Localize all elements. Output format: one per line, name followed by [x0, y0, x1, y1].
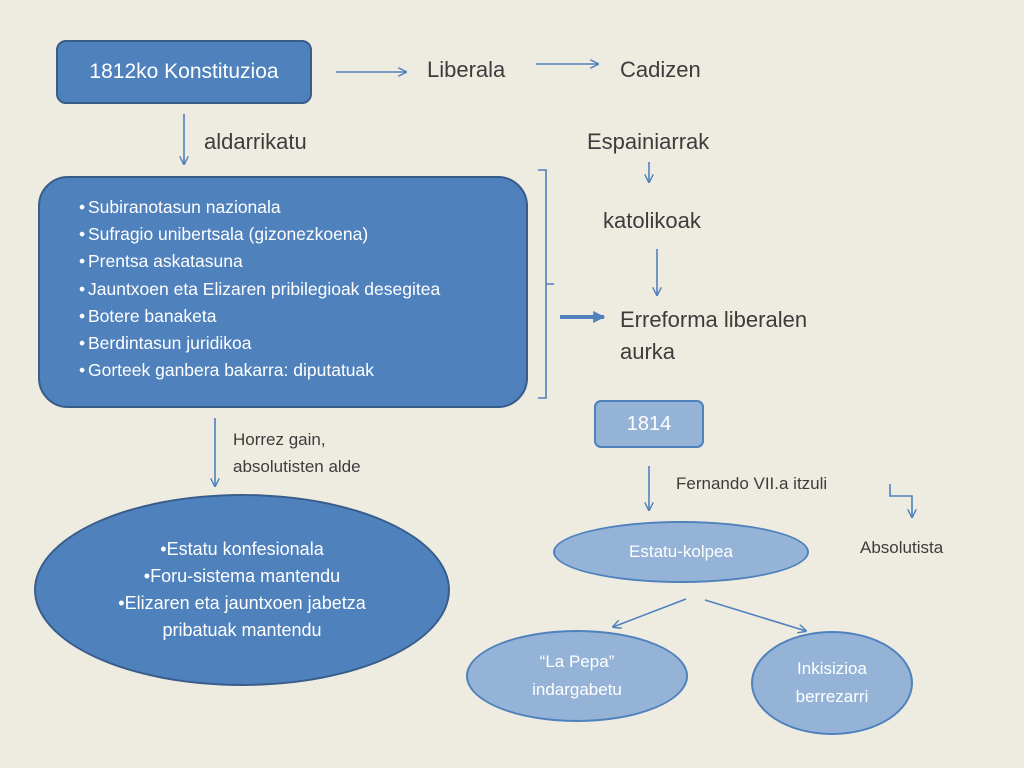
absolutist-note-line-2: absolutisten alde: [233, 457, 361, 476]
bracket: [538, 169, 554, 399]
la-pepa-ellipse: “La Pepa” indargabetu: [466, 630, 688, 722]
principles-list: Subiranotasun nazionala Sufragio unibert…: [79, 194, 516, 385]
espainiarrak-label: Espainiarrak: [587, 129, 710, 154]
arrow-coup-to-pepa: [613, 598, 687, 627]
absolutist-item: Foru-sistema mantendu: [92, 563, 392, 590]
principle-item: Jauntxoen eta Elizaren pribilegioak dese…: [79, 276, 516, 303]
year-label: 1814: [626, 412, 672, 435]
principle-item: Gorteek ganbera bakarra: diputatuak: [79, 357, 516, 384]
coup-label: Estatu-kolpea: [629, 542, 733, 561]
principle-item: Sufragio unibertsala (gizonezkoena): [79, 221, 516, 248]
erreforma-line-2: aurka: [620, 339, 676, 364]
absolutista-label: Absolutista: [860, 538, 944, 557]
absolutist-item: Estatu konfesionala: [92, 536, 392, 563]
erreforma-line-1: Erreforma liberalen: [620, 307, 808, 332]
cadizen-label: Cadizen: [620, 57, 701, 82]
absolutist-list: Estatu konfesionala Foru-sistema mantend…: [92, 536, 392, 644]
katolikoak-label: katolikoak: [603, 208, 701, 233]
aldarrikatu-label: aldarrikatu: [204, 129, 307, 154]
year-1814-box: 1814: [594, 400, 704, 448]
absolutist-item: Elizaren eta jauntxoen jabetza pribatuak…: [92, 590, 392, 644]
arrow-to-absolutista: [889, 484, 912, 517]
principle-item: Botere banaketa: [79, 303, 516, 330]
constitution-title-box: 1812ko Konstituzioa: [56, 40, 312, 104]
principle-item: Subiranotasun nazionala: [79, 194, 516, 221]
erreforma-label: Erreforma liberalen aurka: [620, 304, 807, 368]
arrow-coup-to-inquisition: [704, 599, 806, 631]
constitution-title: 1812ko Konstituzioa: [89, 60, 279, 83]
inquisition-line-1: Inkisizioa: [797, 659, 867, 678]
inquisition-line-2: berrezarri: [795, 687, 869, 706]
principle-item: Prentsa askatasuna: [79, 248, 516, 275]
la-pepa-line-2: indargabetu: [532, 680, 622, 699]
inquisition-text: Inkisizioa berrezarri: [796, 655, 869, 711]
absolutist-note-line-1: Horrez gain,: [233, 430, 326, 449]
liberala-label: Liberala: [427, 57, 506, 82]
absolutist-note: Horrez gain, absolutisten alde: [233, 426, 361, 480]
absolutist-ellipse: Estatu konfesionala Foru-sistema mantend…: [34, 494, 450, 686]
fernando-label: Fernando VII.a itzuli: [676, 474, 828, 493]
coup-ellipse: Estatu-kolpea: [553, 521, 809, 583]
la-pepa-text: “La Pepa” indargabetu: [532, 648, 622, 704]
principles-box: Subiranotasun nazionala Sufragio unibert…: [38, 176, 528, 408]
la-pepa-line-1: “La Pepa”: [539, 652, 615, 671]
inquisition-ellipse: Inkisizioa berrezarri: [751, 631, 913, 735]
principle-item: Berdintasun juridikoa: [79, 330, 516, 357]
